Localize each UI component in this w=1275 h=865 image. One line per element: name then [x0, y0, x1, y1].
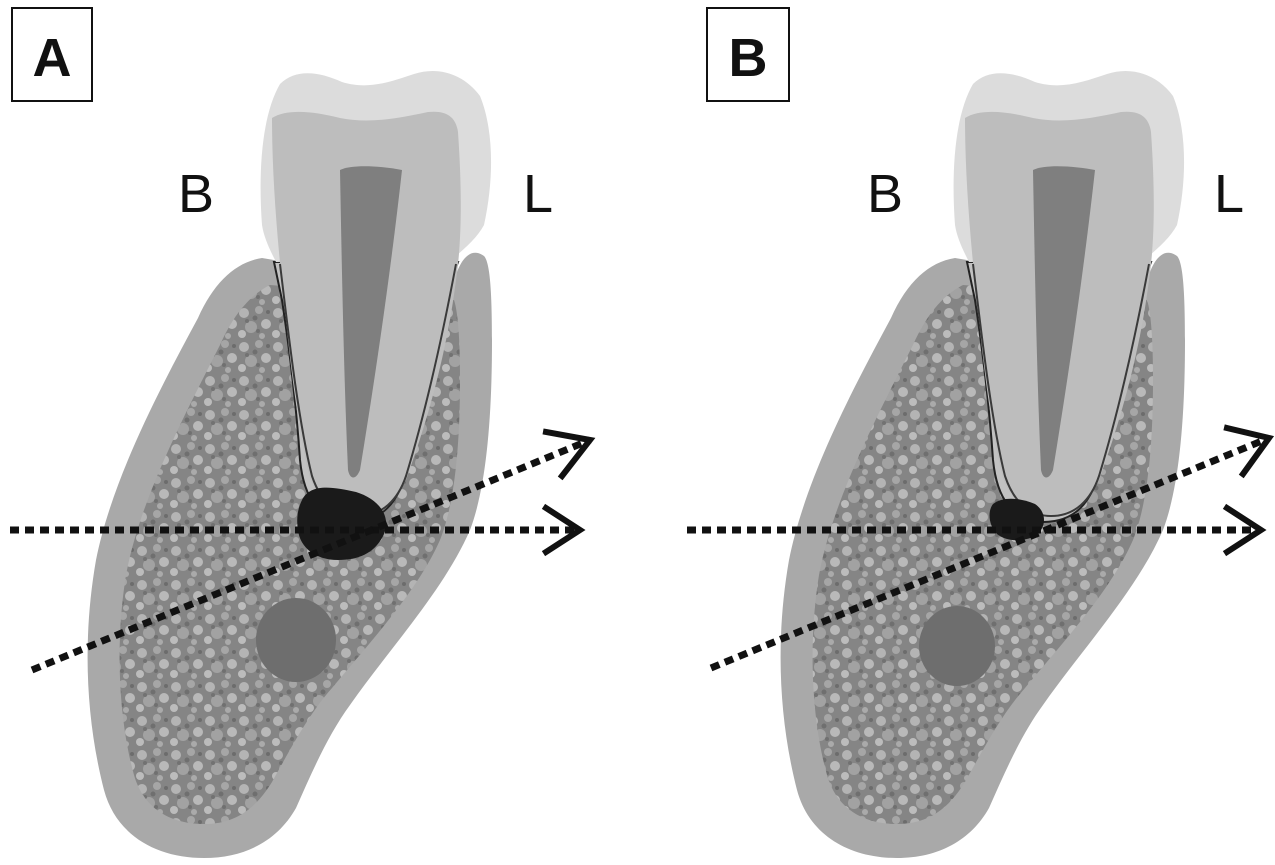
angled-ray-arrowhead	[1227, 428, 1269, 474]
buccal-label: B	[178, 164, 214, 224]
mandibular-canal	[919, 606, 995, 686]
panel-label-box: B	[707, 8, 789, 101]
panel-label: A	[33, 28, 72, 88]
tooth-diagram-a: A B L	[0, 0, 637, 865]
tooth-diagram-b: B B L	[637, 0, 1274, 865]
buccal-label: B	[867, 164, 903, 224]
mandibular-canal	[256, 598, 336, 682]
lingual-label: L	[523, 164, 553, 224]
panel-label: B	[729, 28, 768, 88]
lingual-label: L	[1214, 164, 1244, 224]
panel-b: B B L	[637, 0, 1274, 865]
panel-label-box: A	[12, 8, 92, 101]
panel-a: A B L	[0, 0, 637, 865]
